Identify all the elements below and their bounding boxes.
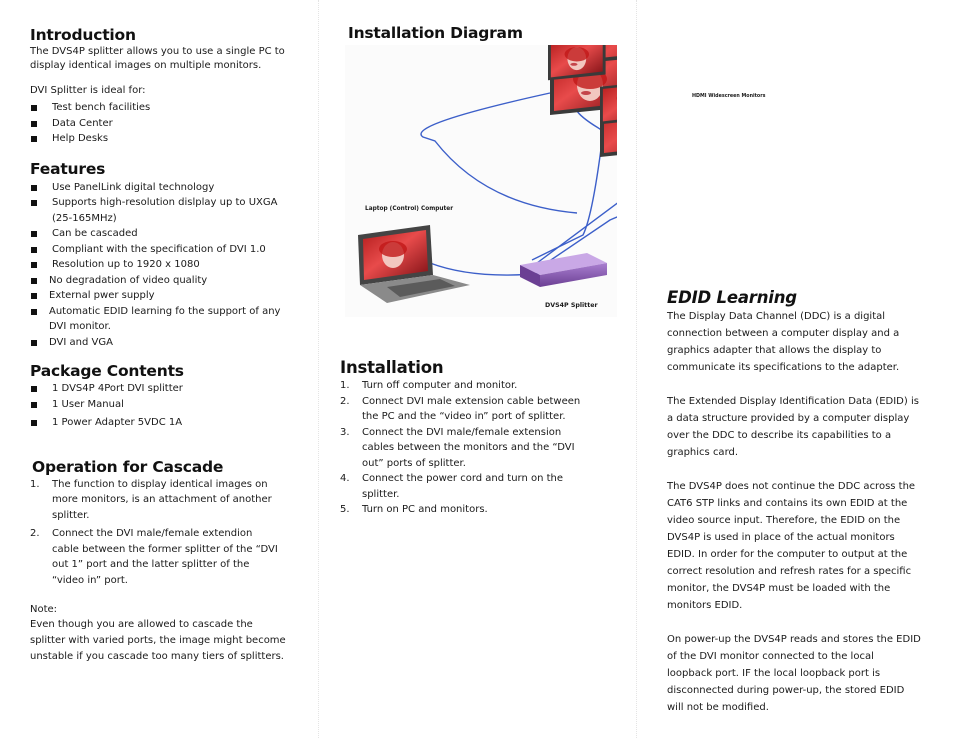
list-item: Help Desks xyxy=(30,131,290,147)
computer-label: Laptop (Control) Computer xyxy=(365,206,454,212)
features-title: Features xyxy=(30,159,106,178)
list-item: Can be cascaded xyxy=(30,226,290,242)
list-item: 1.Turn off computer and monitor. xyxy=(340,380,518,391)
installation-diagram xyxy=(345,45,617,317)
list-item: 1 User Manual xyxy=(30,397,290,413)
edid-paragraph: On power-up the DVS4P reads and stores t… xyxy=(667,634,921,713)
list-item: Supports high-resolution dislplay up to … xyxy=(30,195,280,226)
list-item: 2.Connect the DVI male/female extendion … xyxy=(30,528,278,586)
list-item: 1.The function to display identical imag… xyxy=(30,478,272,521)
list-item: No degradation of video quality xyxy=(30,273,290,289)
list-item: Compliant with the specification of DVI … xyxy=(30,242,290,258)
list-item: 1 DVS4P 4Port DVI splitter xyxy=(30,381,290,397)
list-item: DVI and VGA xyxy=(30,335,290,351)
installation-title: Installation xyxy=(340,358,444,377)
introduction-title: Introduction xyxy=(30,26,136,44)
edid-title: EDID Learning xyxy=(667,288,797,307)
fold-line-left xyxy=(318,0,319,738)
list-item: 3.Connect the DVI male/female extension … xyxy=(340,426,575,469)
note-label: Note: xyxy=(30,604,58,615)
diagram-title: Installation Diagram xyxy=(348,24,523,42)
package-list: 1 DVS4P 4Port DVI splitter 1 User Manual… xyxy=(30,381,290,431)
note-text: Even though you are allowed to cascade t… xyxy=(30,619,286,662)
cable-4 xyxy=(541,216,617,267)
fold-line-right xyxy=(636,0,637,738)
monitor-2 xyxy=(600,81,617,125)
cable-1 xyxy=(420,92,578,214)
edid-section: EDID Learning The Display Data Channel (… xyxy=(667,288,921,716)
left-panel: Introduction The DVS4P splitter allows y… xyxy=(30,26,290,665)
list-item: External pwer supply xyxy=(30,288,290,304)
splitter-label: DVS4P Splitter xyxy=(545,302,598,309)
package-title: Package Contents xyxy=(30,362,184,380)
list-item: Automatic EDID learning fo the support o… xyxy=(30,304,281,335)
cascade-steps: 1.The function to display identical imag… xyxy=(30,477,282,589)
monitor-1 xyxy=(548,45,606,81)
list-item: 4.Connect the power cord and turn on the… xyxy=(340,473,564,500)
ideal-label: DVI Splitter is ideal for: xyxy=(30,85,146,96)
list-item: 1 Power Adapter 5VDC 1A xyxy=(30,415,290,431)
edid-paragraph: The Display Data Channel (DDC) is a digi… xyxy=(667,311,900,373)
installation-section: Installation 1.Turn off computer and mon… xyxy=(340,358,602,518)
splitter-box xyxy=(520,253,607,287)
list-item: 5.Turn on PC and monitors. xyxy=(340,504,488,515)
edid-paragraph: The Extended Display Identification Data… xyxy=(667,396,919,458)
list-item: Use PanelLink digital technology xyxy=(30,180,290,196)
list-item: Resolution up to 1920 x 1080 xyxy=(30,257,290,273)
list-item: Data Center xyxy=(30,116,290,132)
ideal-list: Test bench facilities Data Center Help D… xyxy=(30,100,290,147)
edid-paragraph: The DVS4P does not continue the DDC acro… xyxy=(667,481,916,611)
introduction-text: The DVS4P splitter allows you to use a s… xyxy=(30,46,285,71)
features-list: Use PanelLink digital technology Support… xyxy=(30,180,290,351)
list-item: Test bench facilities xyxy=(30,100,290,116)
list-item: 2.Connect DVI male extension cable betwe… xyxy=(340,395,581,423)
installation-steps: 1.Turn off computer and monitor. 2.Conne… xyxy=(340,378,596,518)
cascade-title: Operation for Cascade xyxy=(32,457,224,476)
laptop-icon xyxy=(358,225,470,303)
monitors-label: HDMI Widescreen Monitors xyxy=(692,94,766,99)
